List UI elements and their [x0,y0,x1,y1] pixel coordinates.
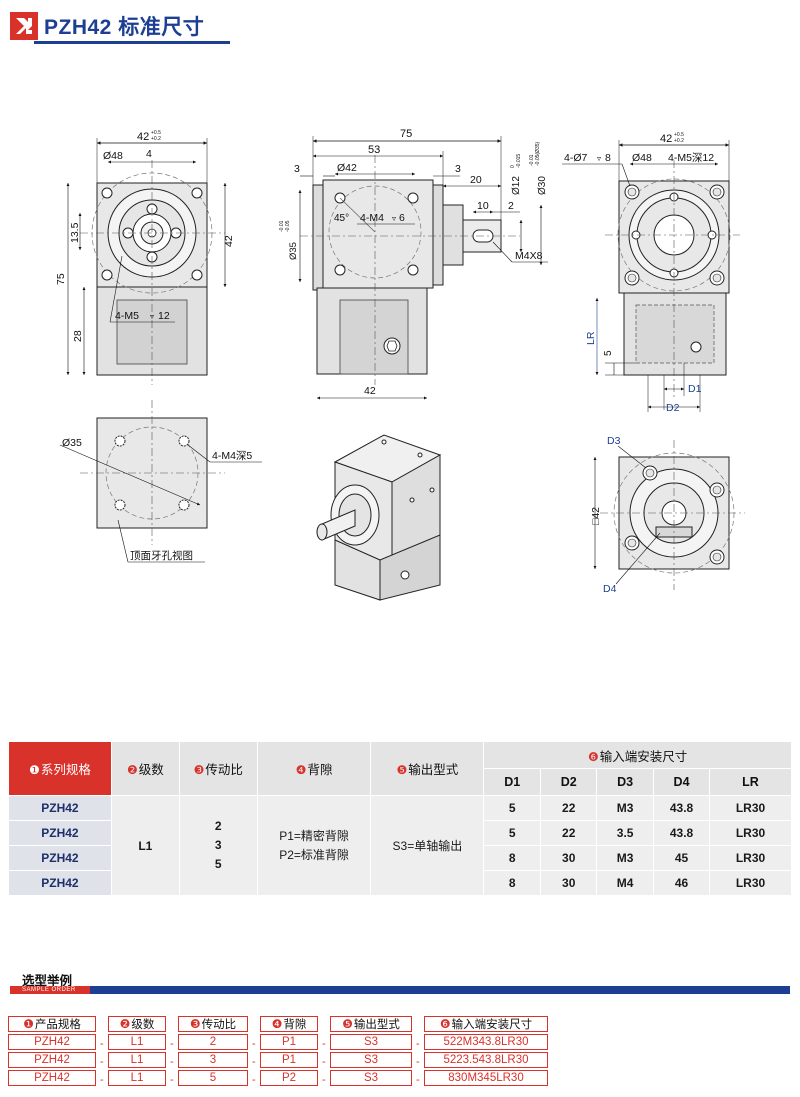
svg-text:+0.5: +0.5 [151,130,161,136]
model-cell: PZH42 [8,870,112,896]
svg-text:Ø35: Ø35 [288,242,299,260]
input-flange-view: D3 □42 D4 [590,435,745,595]
example-subtitle: SAMPLE ORDER [22,987,76,993]
backlash-cell: P1=精密背隙 P2=标准背隙 [256,795,372,896]
example-col-model: ❶产品规格 PZH42 PZH42 PZH42 [8,1016,96,1088]
header-output: ❺输出型式 [370,741,485,796]
table-row: PZH42 L1 2 3 5 P1=精密背隙 P2=标准背隙 S3=单轴输出 5… [8,795,792,896]
model-cell: PZH42 [8,795,112,821]
svg-text:4: 4 [146,148,152,160]
svg-text:+0.2: +0.2 [151,136,161,142]
svg-text:2: 2 [508,200,514,212]
isometric-view [316,434,442,601]
svg-text:Ø35: Ø35 [62,437,82,449]
svg-text:4-M5深12: 4-M5深12 [668,152,714,164]
svg-text:Ø48: Ø48 [103,150,123,162]
svg-text:8: 8 [605,152,611,164]
svg-text:13.5: 13.5 [69,222,81,243]
svg-text:D2: D2 [666,402,680,414]
example-col-input: ❻输入端安装尺寸 522M343.8LR30 5223.543.8LR30 83… [424,1016,548,1088]
svg-text:+0.2: +0.2 [674,138,684,144]
example-col-backlash: ❹背隙 P1 P1 P2 [260,1016,318,1088]
svg-text:-0.05(Ø35): -0.05(Ø35) [535,141,541,166]
svg-text:-0.015: -0.015 [516,154,522,168]
example-bar-blue [90,986,790,994]
svg-text:3: 3 [455,163,461,175]
svg-text:42: 42 [364,385,376,397]
svg-text:-0.05: -0.05 [285,220,291,232]
example-col-output: ❺输出型式 S3 S3 S3 [330,1016,412,1088]
header-d4: D4 [653,768,711,796]
svg-text:LR: LR [585,331,597,345]
svg-text:D1: D1 [688,383,702,395]
svg-text:28: 28 [72,330,84,342]
rear-view: 42 +0.5 +0.2 4-Ø7 ▿ 8 Ø48 4-M5深12 LR 5 D… [562,132,740,414]
header-d2: D2 [540,768,598,796]
svg-text:4-M4: 4-M4 [360,212,384,224]
svg-text:顶面牙孔视图: 顶面牙孔视图 [130,549,193,562]
svg-text:Ø12: Ø12 [511,176,522,195]
svg-text:4-M4深5: 4-M4深5 [212,450,252,462]
header-d1: D1 [483,768,542,796]
svg-text:+0.5: +0.5 [674,132,684,138]
svg-text:-0.01: -0.01 [529,154,535,166]
side-view: 75 53 3 3 Ø42 20 10 2 45° 4-M4 ▿ 6 Ø35 -… [279,128,548,400]
model-cell: PZH42 [8,845,112,871]
header-d3: D3 [596,768,655,796]
header-series: ❶系列规格 [8,741,112,796]
header-input: ❻输入端安装尺寸 [483,741,792,769]
svg-text:53: 53 [368,144,380,156]
output-cell: S3=单轴输出 [370,795,485,896]
svg-text:75: 75 [55,273,67,285]
svg-text:▿: ▿ [150,312,154,321]
svg-text:Ø48: Ø48 [632,152,652,164]
svg-text:10: 10 [477,200,489,212]
svg-text:D4: D4 [603,583,617,595]
svg-text:4-Ø7: 4-Ø7 [564,152,588,164]
example-bar-red [10,986,90,994]
front-view: 42 +0.5 +0.2 Ø48 4 13.5 42 75 28 4-M5 ▿ … [55,130,235,385]
svg-text:D3: D3 [607,435,621,447]
svg-text:□42: □42 [590,507,602,525]
svg-text:5: 5 [603,350,614,356]
svg-text:Ø42: Ø42 [337,162,357,174]
svg-text:6: 6 [399,212,405,224]
svg-text:Ø30: Ø30 [537,176,548,195]
svg-text:▿: ▿ [597,154,601,163]
svg-text:45°: 45° [334,213,349,224]
svg-text:42: 42 [137,131,149,143]
page-header: PZH42 标准尺寸 [0,0,800,46]
model-cell: PZH42 [8,820,112,846]
table-row: PZH42 5 22 3.5 43.8 LR30 [8,820,792,846]
example-title: 选型举例 [22,974,73,988]
svg-text:42: 42 [223,235,235,247]
example-col-stage: ❷级数 L1 L1 L1 [108,1016,166,1088]
table-row: PZH42 8 30 M3 45 LR30 [8,845,792,871]
ratio-cell: 2 3 5 [178,795,258,896]
brand-logo-icon [10,12,38,40]
example-col-ratio: ❸传动比 2 3 5 [178,1016,248,1088]
top-view: Ø35 4-M4深5 顶面牙孔视图 [59,400,262,563]
svg-text:75: 75 [400,128,412,140]
header-stage: ❷级数 [110,741,180,796]
header-ratio: ❸传动比 [178,741,258,796]
svg-text:12: 12 [158,310,170,322]
svg-text:3: 3 [294,163,300,175]
title-underline [34,41,230,44]
table-row: PZH42 8 30 M4 46 LR30 [8,870,792,896]
svg-text:0: 0 [510,165,516,168]
svg-text:M4X8: M4X8 [515,250,543,262]
svg-text:4-M5: 4-M5 [115,310,139,322]
header-backlash: ❹背隙 [256,741,372,796]
svg-text:42: 42 [660,133,672,145]
stage-cell: L1 [110,795,180,896]
svg-text:▿: ▿ [392,214,396,223]
spec-table: ❶系列规格 ❷级数 ❸传动比 ❹背隙 ❺输出型式 ❻输入端安装尺寸 D1 D2 … [8,741,792,896]
svg-text:20: 20 [470,174,482,186]
header-lr: LR [709,768,792,796]
example-grid: ❶产品规格 PZH42 PZH42 PZH42 - - - ❷级数 L1 L1 … [8,1016,548,1090]
svg-text:-0.01: -0.01 [279,220,285,232]
dimension-drawings: 42 +0.5 +0.2 Ø48 4 13.5 42 75 28 4-M5 ▿ … [55,128,745,601]
page-title: PZH42 标准尺寸 [44,16,205,39]
